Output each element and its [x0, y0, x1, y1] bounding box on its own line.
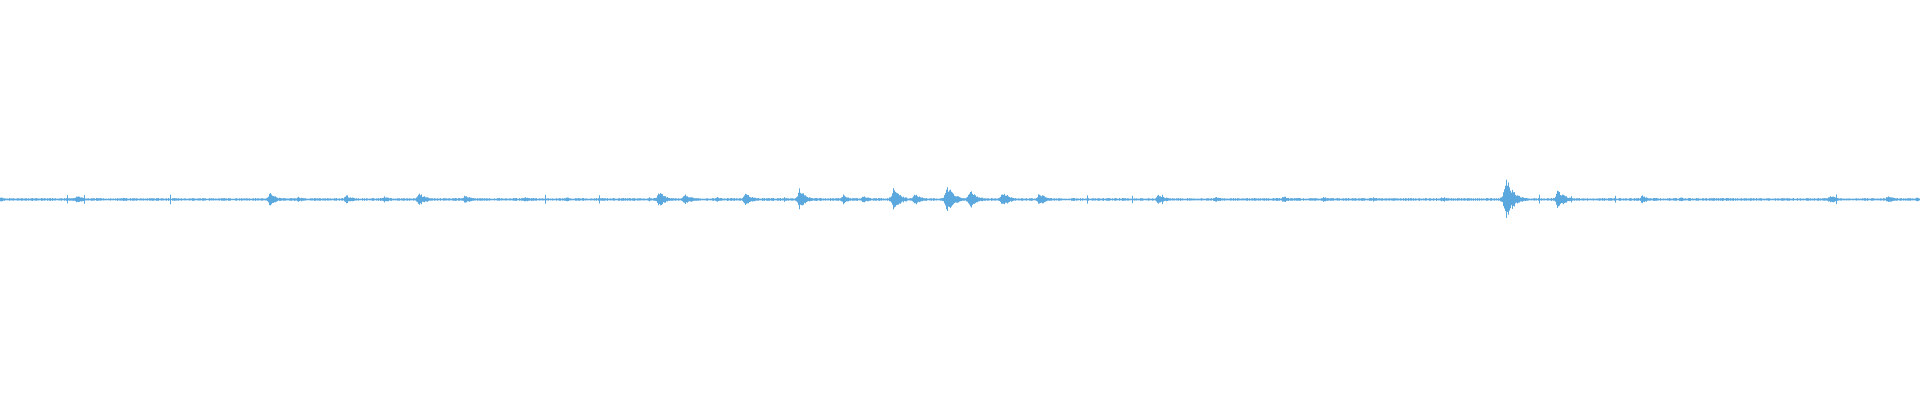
waveform-signal: [0, 179, 1920, 218]
